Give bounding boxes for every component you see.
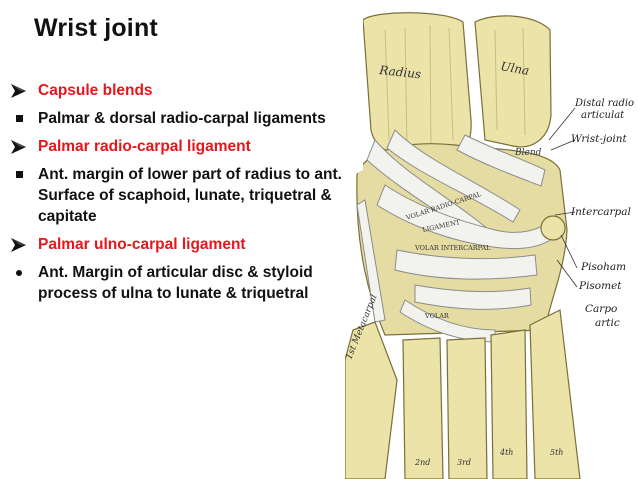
arrow-bullet-icon [8, 80, 30, 101]
radius-label: Radius [378, 63, 422, 81]
bullet-text: Palmar radio-carpal ligament [38, 138, 251, 155]
bullet-text: Palmar ulno-carpal ligament [38, 236, 246, 253]
square-bullet-icon [8, 164, 30, 185]
pisiform-bone [540, 215, 566, 241]
radius-bone [362, 12, 472, 162]
metacarpal-bones [345, 309, 581, 479]
dot-bullet-icon [8, 262, 30, 283]
bullet-text: Ant. Margin of articular disc & styloid … [38, 264, 313, 302]
ulna-bone [474, 15, 552, 148]
m2-label: 2nd [414, 458, 430, 467]
m5-label: 5th [550, 448, 563, 457]
bullet-item: Palmar & dorsal radio-carpal ligaments [4, 108, 344, 129]
blend-label: Blend [514, 148, 542, 158]
intercarpal-callout: Intercarpal [570, 206, 631, 218]
bullet-item: Palmar radio-carpal ligament [4, 136, 344, 157]
callout-lines [548, 107, 578, 288]
m4-label: 4th [499, 448, 513, 457]
wrist-joint-callout: Wrist-joint [571, 133, 628, 145]
square-bullet-icon [8, 108, 30, 129]
pisometacarpal-callout: Pisomet [578, 280, 622, 292]
volar-label: VOLAR [424, 312, 450, 320]
bullet-item: Ant. Margin of articular disc & styloid … [4, 262, 344, 304]
arrow-bullet-icon [8, 234, 30, 255]
bullet-list: Capsule blends Palmar & dorsal radio-car… [4, 80, 344, 311]
bullet-item: Ant. margin of lower part of radius to a… [4, 164, 344, 227]
bullet-item: Palmar ulno-carpal ligament [4, 234, 344, 255]
wrist-ligament-illustration: Radius Ulna 1st Metacarpal 2nd 3rd 4th 5… [345, 0, 638, 479]
volar-intercarpal-label: VOLAR INTERCARPAL [414, 244, 491, 252]
ulna-label: Ulna [499, 59, 530, 78]
bullet-text: Ant. margin of lower part of radius to a… [38, 166, 342, 225]
slide-title: Wrist joint [34, 14, 158, 42]
ligament-fibres [356, 129, 554, 343]
m3-label: 3rd [457, 458, 471, 467]
arrow-bullet-icon [8, 136, 30, 157]
bullet-text: Palmar & dorsal radio-carpal ligaments [38, 110, 326, 127]
bullet-item: Capsule blends [4, 80, 344, 101]
bullet-text: Capsule blends [38, 82, 153, 99]
pisohamate-callout: Pisoham [580, 261, 626, 273]
